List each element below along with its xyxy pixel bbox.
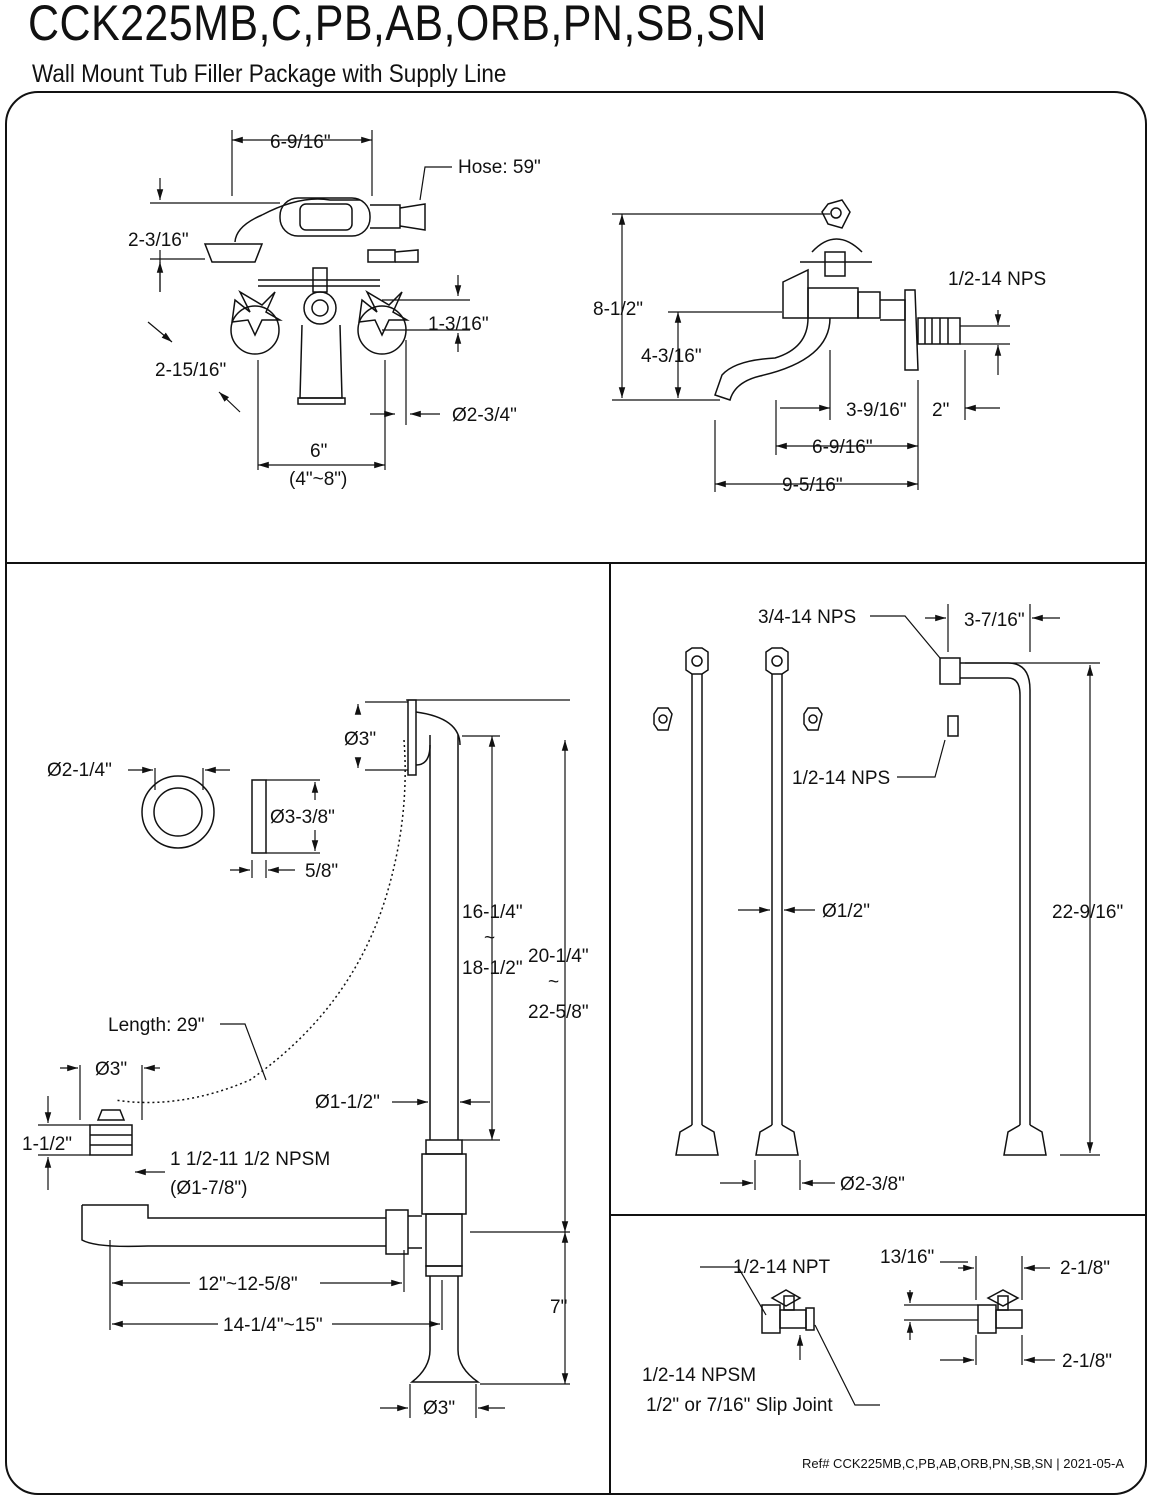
- faucet-side-dims: [612, 213, 1010, 492]
- dim-tail-label: 7": [550, 1297, 567, 1318]
- dim-reach-a-label: 3-9/16": [846, 400, 907, 421]
- dim-plate-dia-label: Ø3-3/8": [270, 807, 335, 828]
- dim-plate-thick-label: 5/8": [305, 861, 338, 882]
- dim-diagonal-label: 2-15/16": [155, 360, 226, 381]
- product-code-title: CCK225MB,C,PB,AB,ORB,PN,SB,SN: [28, 0, 767, 51]
- dim-height-a-sep: ~: [484, 928, 495, 949]
- dim-length-label: 22-9/16": [1052, 902, 1123, 923]
- faucet-front-view: [203, 197, 426, 405]
- dim-height-b-sep: ~: [548, 972, 559, 993]
- dim-depth-label: 13/16": [880, 1247, 934, 1268]
- dim-strainer-dia-label: Ø3": [95, 1059, 127, 1080]
- dim-height-label: 8-1/2": [593, 299, 643, 320]
- supply-dims: [720, 604, 1100, 1190]
- dim-thread-bottom-label: 1/2-14 NPS: [792, 768, 890, 789]
- dim-flange-dia-label: Ø3": [423, 1398, 455, 1419]
- dim-hose-label: Hose: 59": [458, 157, 541, 178]
- drain-labels: Ø3" Ø2-1/4" Ø3-3/8" 5/8" 16-1/4" ~ 18-1/…: [22, 729, 589, 1419]
- dim-offset-label: 3-7/16": [964, 610, 1025, 631]
- drain-dims: [38, 699, 570, 1418]
- supply-labels: 3/4-14 NPS 3-7/16" 1/2-14 NPS Ø1/2" 22-9…: [758, 607, 1123, 1195]
- dim-len-b-label: 14-1/4"~15": [223, 1315, 323, 1336]
- dim-len-a-label: 12"~12-5/8": [198, 1274, 298, 1295]
- faucet-front-labels: 6-9/16" Hose: 59" 2-3/16" 1-3/16" 2-15/1…: [128, 132, 541, 490]
- faucet-front-dims: [147, 130, 470, 470]
- dim-flange-dia-label: Ø2-3/8": [840, 1174, 905, 1195]
- dim-width-label: 6-9/16": [270, 132, 331, 153]
- dim-strainer-height-label: 1-1/2": [22, 1134, 72, 1155]
- dim-spout-height-label: 4-3/16": [641, 346, 702, 367]
- dim-overall-label: 9-5/16": [782, 475, 843, 496]
- dim-npsm-label: 1/2-14 NPSM: [642, 1365, 756, 1386]
- dim-cover-dia-label: Ø2-1/4": [47, 760, 112, 781]
- supply-lines: [653, 647, 1047, 1156]
- dim-escutcheon-label: Ø2-3/4": [452, 405, 517, 426]
- faucet-side-view: [714, 199, 961, 401]
- dim-chain-label: Length: 29": [108, 1015, 205, 1036]
- faucet-side-labels: 8-1/2" 1/2-14 NPS 4-3/16" 3-9/16" 2" 6-9…: [593, 269, 1046, 496]
- dim-height-b-label: 20-1/4": [528, 946, 589, 967]
- reference-footer: Ref# CCK225MB,C,PB,AB,ORB,PN,SB,SN | 202…: [801, 1456, 1124, 1471]
- dim-slip-label: 1/2" or 7/16" Slip Joint: [646, 1395, 833, 1416]
- dim-thread-label: 1 1/2-11 1/2 NPSM: [170, 1149, 330, 1170]
- stop-dims: [700, 1256, 1055, 1406]
- dim-height-a-label: 16-1/4": [462, 902, 523, 923]
- dim-thread-dia-label: (Ø1-7/8"): [170, 1178, 247, 1199]
- product-subtitle: Wall Mount Tub Filler Package with Suppl…: [32, 60, 507, 88]
- dim-a-label: 2-1/8": [1060, 1258, 1110, 1279]
- dim-centers-range-label: (4"~8"): [289, 469, 347, 490]
- dim-reach-b-label: 2": [932, 400, 949, 421]
- stop-labels: 1/2-14 NPT 13/16" 2-1/8" 2-1/8" 1/2-14 N…: [642, 1247, 1112, 1416]
- dim-handshower-height-label: 2-3/16": [128, 230, 189, 251]
- drawing-frame: [5, 91, 1147, 1495]
- dim-height-a2-label: 18-1/2": [462, 958, 523, 979]
- stop-valves: [761, 1289, 1023, 1334]
- dim-npt-label: 1/2-14 NPT: [733, 1257, 831, 1278]
- dim-pipe-dia-label: Ø1-1/2": [315, 1092, 380, 1113]
- dim-overflow-dia-label: Ø3": [344, 729, 376, 750]
- dim-thread-top-label: 3/4-14 NPS: [758, 607, 856, 628]
- dim-reach-c-label: 6-9/16": [812, 437, 873, 458]
- dim-centers-label: 6": [310, 441, 327, 462]
- dim-pipe-dia-label: Ø1/2": [822, 901, 870, 922]
- dim-height-b2-label: 22-5/8": [528, 1002, 589, 1023]
- dim-thread-label: 1/2-14 NPS: [948, 269, 1046, 290]
- dim-handle-offset-label: 1-3/16": [428, 314, 489, 335]
- drain-assembly: [81, 699, 481, 1383]
- dim-b-label: 2-1/8": [1062, 1351, 1112, 1372]
